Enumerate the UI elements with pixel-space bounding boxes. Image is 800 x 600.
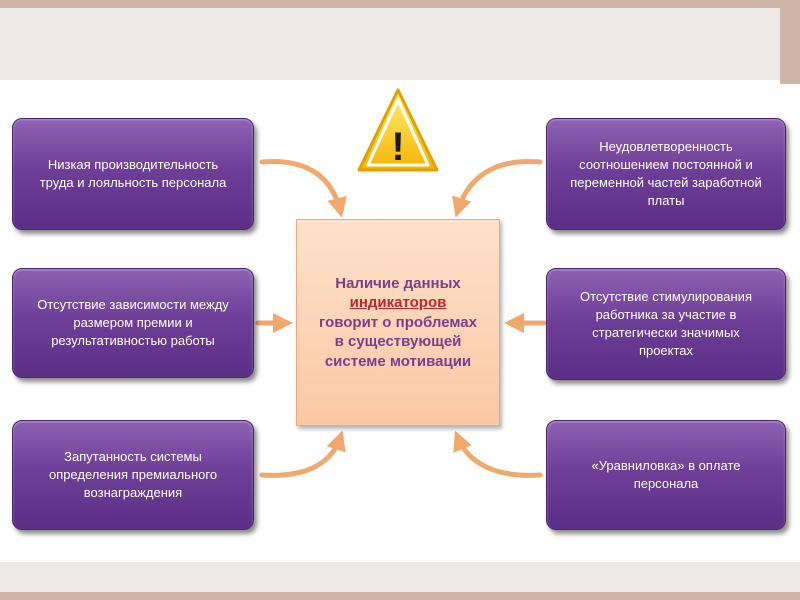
center-line-5: системе мотивации <box>324 352 472 370</box>
center-text: Наличие данных индикаторов говорит о про… <box>319 274 477 372</box>
center-box: Наличие данных индикаторов говорит о про… <box>296 219 500 426</box>
center-line-1: Наличие данных <box>335 274 461 292</box>
right-box-1: Неудовлетворенность соотношением постоян… <box>546 118 786 230</box>
right-decor-bar <box>780 0 800 84</box>
left-box-1-text: Низкая производительность труда и лояльн… <box>39 156 227 190</box>
arrow-top-right <box>452 158 543 218</box>
center-line-3: говорит о проблемах <box>319 313 477 331</box>
warning-symbol: ! <box>391 125 404 169</box>
footer-decor-strip <box>0 592 800 600</box>
arrow-top-left <box>259 158 347 218</box>
arrow-bottom-right <box>453 430 543 478</box>
arrow-bottom-left <box>259 430 346 478</box>
left-box-2-text: Отсутствие зависимости между размером пр… <box>37 296 229 349</box>
right-box-2: Отсутствие стимулирования работника за у… <box>546 268 786 380</box>
right-box-2-text: Отсутствие стимулирования работника за у… <box>580 288 752 359</box>
left-box-3: Запутанность системы определения премиал… <box>12 420 254 530</box>
center-line-4: в существующей <box>334 333 462 351</box>
left-box-3-text: Запутанность системы определения премиал… <box>48 448 218 501</box>
right-box-3: «Уравниловка» в оплате персонала <box>546 420 786 530</box>
left-box-2: Отсутствие зависимости между размером пр… <box>12 268 254 378</box>
right-box-3-text: «Уравниловка» в оплате персонала <box>591 457 741 491</box>
center-highlight: индикаторов <box>349 294 447 312</box>
left-box-1: Низкая производительность труда и лояльн… <box>12 118 254 230</box>
header-band <box>0 8 780 80</box>
right-box-1-text: Неудовлетворенность соотношением постоян… <box>570 138 762 209</box>
top-decor-strip <box>0 0 800 8</box>
